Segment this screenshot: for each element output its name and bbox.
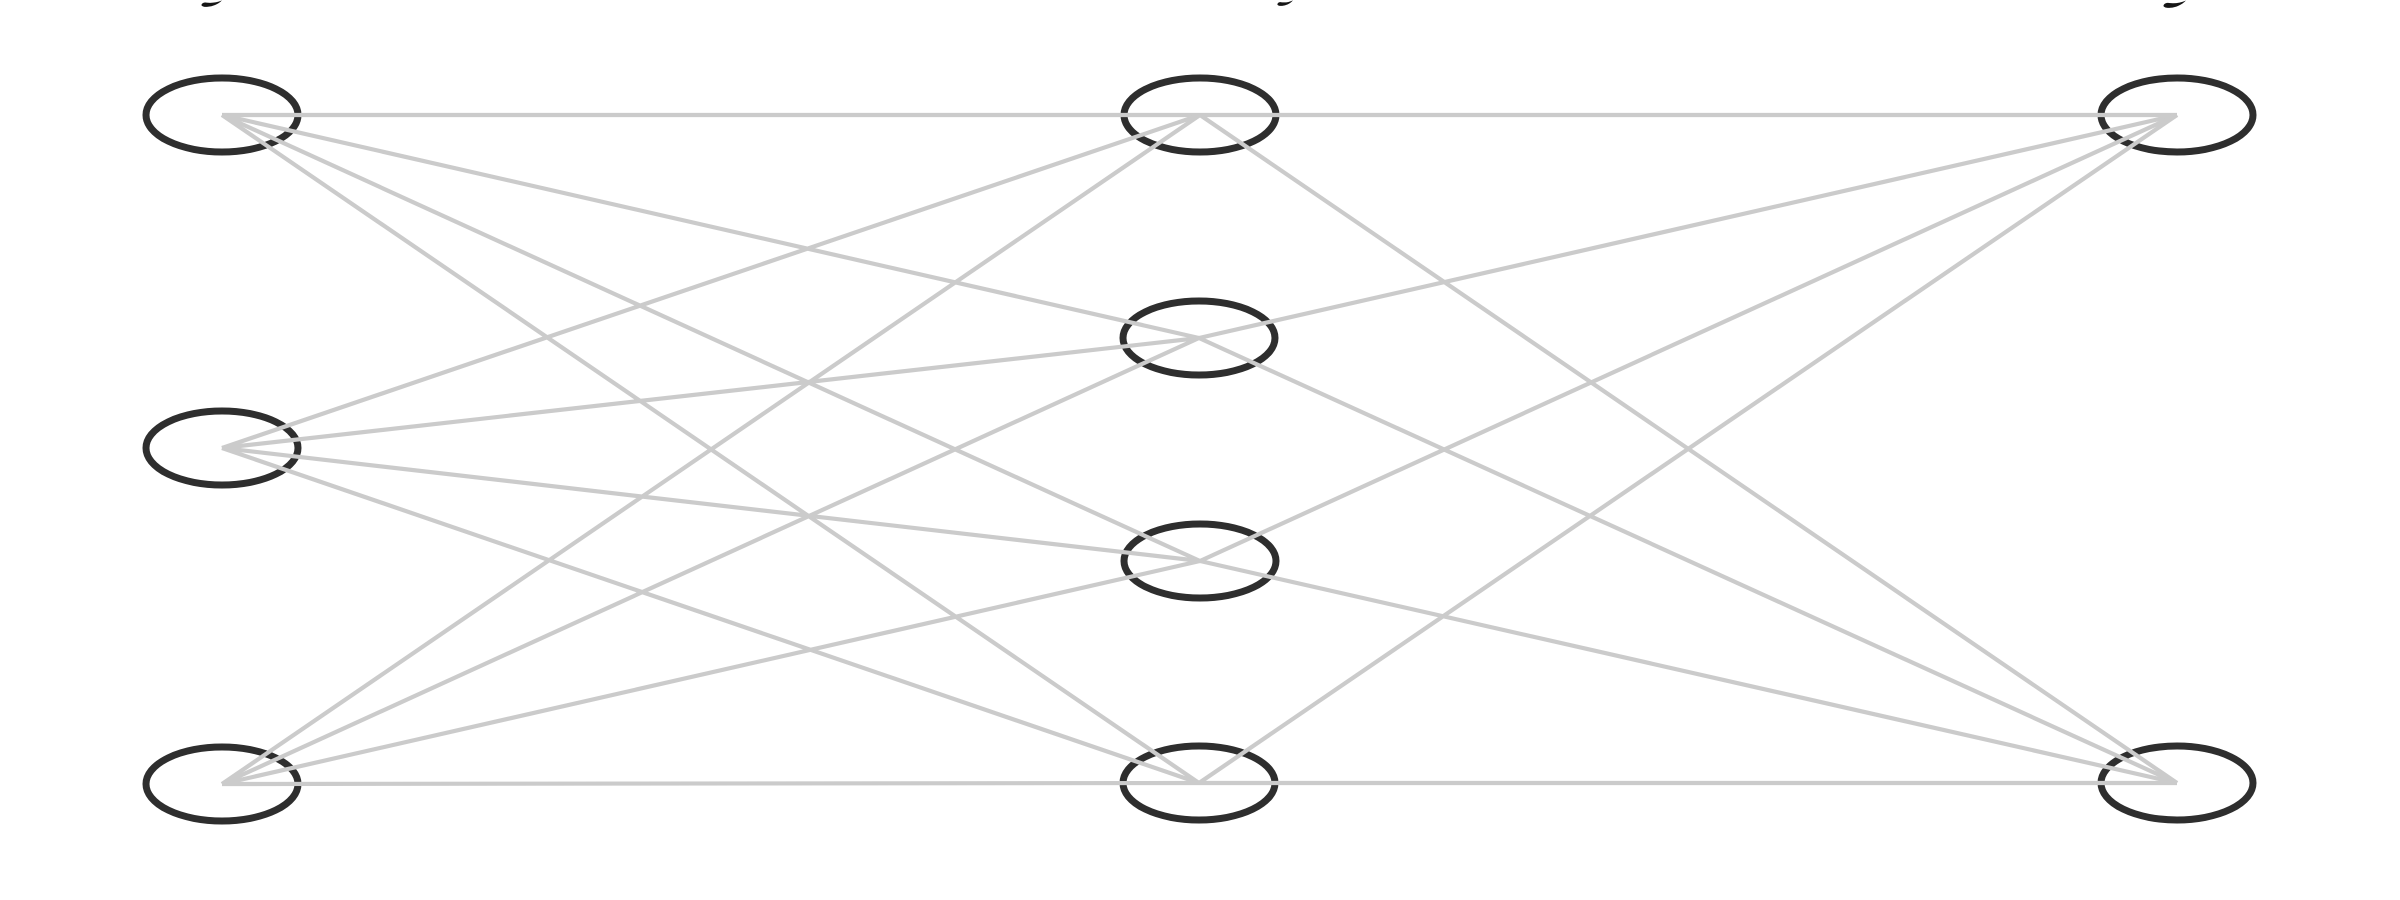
graph-edge-L3-M2 — [221, 336, 1200, 786]
graph-edge-L1-M2 — [221, 112, 1200, 341]
graph-edge-L3-M3 — [221, 558, 1201, 787]
graph-edges — [220, 112, 2179, 787]
graph-node-L2 — [142, 407, 302, 489]
clipped-label-fragments — [201, 0, 2186, 8]
graph-node-M2 — [1119, 297, 1279, 379]
graph-edge-M3-R2 — [1199, 558, 2178, 786]
graph-edge-L2-M1 — [221, 113, 1201, 450]
graph-nodes — [142, 74, 2257, 825]
graph-edge-L3-M1 — [220, 113, 1202, 786]
graph-edge-L2-M4 — [221, 446, 1200, 785]
graph-edge-L1-M3 — [221, 113, 1201, 563]
graph-edge-M3-R1 — [1199, 113, 2178, 563]
graph-edge-L3-M4 — [221, 780, 1200, 787]
graph-edge-M2-R2 — [1198, 336, 2178, 785]
graph-edge-L2-M3 — [221, 445, 1201, 564]
graph-edge-M4-R1 — [1197, 113, 2179, 785]
graph-edge-L2-M2 — [221, 335, 1200, 451]
clipped-text-descender — [2163, 0, 2186, 8]
graph-node-M3 — [1120, 520, 1280, 602]
clipped-text-descender — [201, 0, 222, 7]
clipped-text-descender — [1277, 0, 1293, 6]
graph-edge-M2-R1 — [1198, 112, 2178, 341]
